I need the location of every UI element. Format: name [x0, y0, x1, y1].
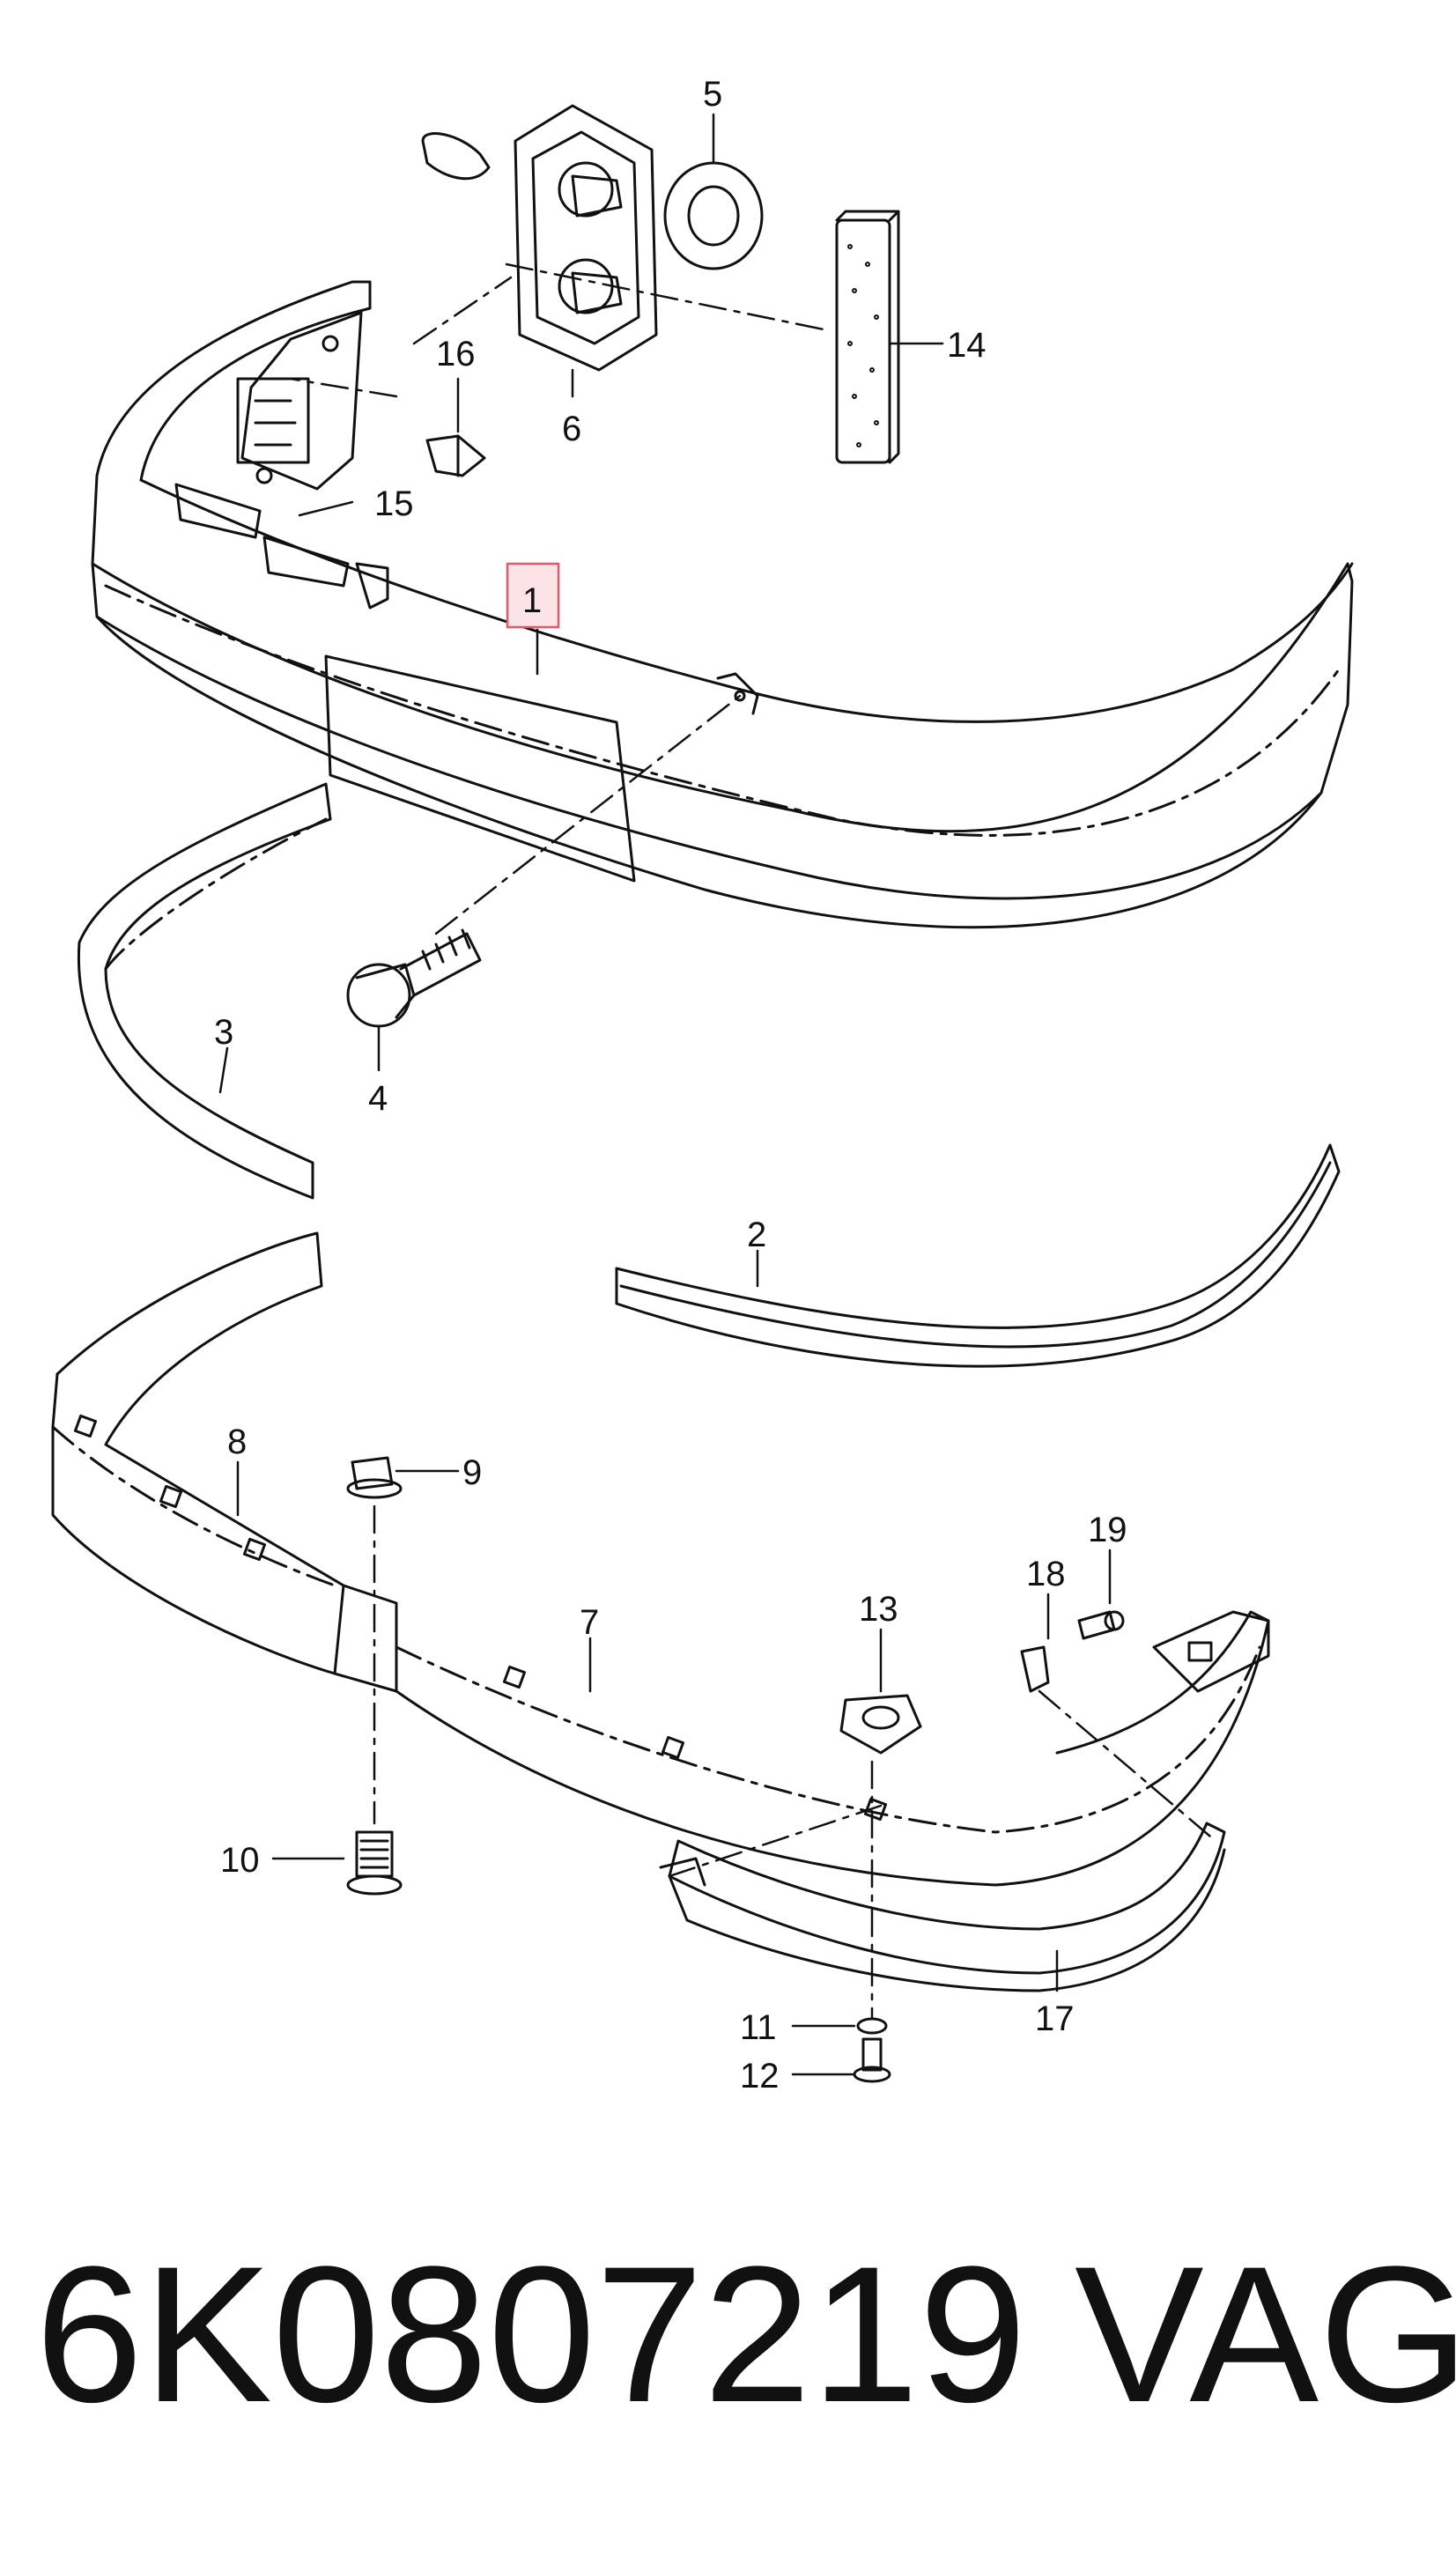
callout-5[interactable]: 5: [703, 75, 722, 114]
highlight-box: [506, 562, 560, 629]
callout-1[interactable]: 1: [522, 581, 542, 620]
callout-17[interactable]: 17: [1035, 1999, 1075, 2038]
clip-part-16: [425, 434, 486, 477]
callout-10[interactable]: 10: [220, 1841, 260, 1880]
bumper-cover-part-1: [91, 280, 1354, 929]
screw-part-19: [1077, 1610, 1125, 1640]
clip-part-18: [1020, 1645, 1050, 1693]
nut-part-13: [839, 1694, 922, 1755]
spoiler-part-17: [659, 1822, 1226, 1992]
brand-name: VAG: [1075, 2226, 1456, 2443]
washer-part-11: [856, 2017, 888, 2035]
callout-13[interactable]: 13: [859, 1590, 898, 1629]
trim-strip-part-2: [615, 1143, 1341, 1368]
foam-strip-part-14: [835, 210, 900, 464]
part-number: 6K0807219: [35, 2226, 1027, 2443]
exploded-parts-diagram: 1 2 3 4 5 6 7 8 9 10 11 12 13 14 15 16 1…: [51, 75, 1354, 2095]
callout-3[interactable]: 3: [214, 1013, 233, 1052]
callout-9[interactable]: 9: [462, 1453, 482, 1492]
bolt-part-10: [346, 1830, 403, 1896]
trim-strip-part-3: [77, 782, 332, 1200]
bracket-part-6: [421, 104, 658, 372]
callout-12[interactable]: 12: [740, 2057, 780, 2095]
callout-6[interactable]: 6: [562, 410, 581, 448]
callout-8[interactable]: 8: [227, 1423, 247, 1461]
washer-part-5: [663, 161, 764, 270]
bolt-part-12: [853, 2037, 891, 2083]
footer: 6K0807219 VAG: [0, 2237, 1456, 2502]
nut-part-9: [346, 1456, 403, 1499]
callout-7[interactable]: 7: [580, 1603, 599, 1642]
callout-11[interactable]: 11: [740, 2008, 777, 2047]
callout-15[interactable]: 15: [374, 484, 414, 523]
side-bracket: [174, 311, 363, 588]
callout-16[interactable]: 16: [436, 335, 476, 373]
lower-carrier-part-7-8: [51, 1231, 1270, 1887]
callout-4[interactable]: 4: [368, 1079, 388, 1118]
bolt-part-4: [346, 928, 482, 1028]
callout-2[interactable]: 2: [747, 1216, 766, 1254]
callout-18[interactable]: 18: [1026, 1555, 1066, 1593]
callout-19[interactable]: 19: [1088, 1511, 1127, 1549]
callout-labels: 1 2 3 4 5 6 7 8 9 10 11 12 13 14 15 16 1…: [214, 75, 1127, 2095]
callout-14[interactable]: 14: [947, 326, 987, 365]
